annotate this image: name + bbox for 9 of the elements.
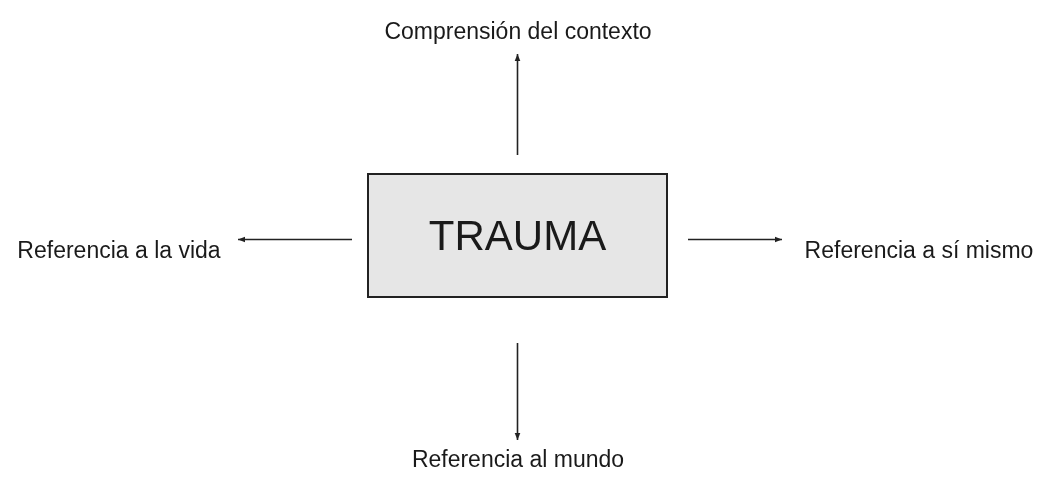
arrow xyxy=(514,53,521,156)
process-box: TRAUMA xyxy=(367,173,668,298)
node-label: Referencia a la vida xyxy=(0,228,238,272)
arrow xyxy=(687,236,783,243)
arrow xyxy=(514,342,521,441)
node-label: Referencia al mundo xyxy=(393,440,643,478)
node-label: Comprensión del contexto xyxy=(368,8,668,54)
node-label: Referencia a sí mismo xyxy=(782,228,1056,272)
arrow xyxy=(237,236,353,243)
